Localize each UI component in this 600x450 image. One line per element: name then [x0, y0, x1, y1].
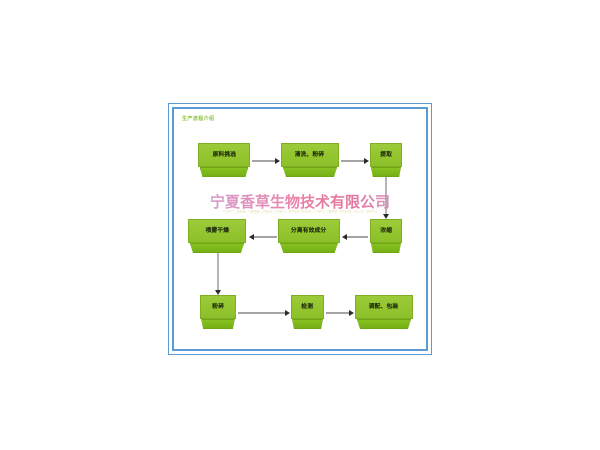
node-body: 喷雾干燥: [188, 219, 246, 244]
flow-node-concentration[interactable]: 浓缩: [370, 219, 402, 253]
flow-node-testing[interactable]: 检测: [291, 295, 324, 329]
arrow-pulverizing-to-testing: [238, 309, 290, 316]
flow-node-label: 喷雾干燥: [205, 227, 229, 235]
node-base: [189, 242, 245, 253]
flowchart-canvas: 生产流程介绍 原料挑选 清洗、粉碎 提取: [172, 107, 428, 351]
flow-node-label: 粉碎: [212, 303, 224, 311]
flow-node-label: 分离有效成分: [291, 227, 327, 235]
node-base: [370, 166, 402, 177]
arrow-spray-drying-to-pulverizing: [214, 253, 221, 295]
node-body: 调配、包装: [355, 295, 413, 320]
arrow-head-icon: [342, 233, 347, 240]
flow-node-label: 浓缩: [380, 227, 392, 235]
node-base: [201, 318, 235, 329]
arrow-washing-to-extraction: [341, 157, 369, 164]
product-image-frame: 生产流程介绍 原料挑选 清洗、粉碎 提取: [168, 103, 432, 355]
node-base: [279, 242, 339, 253]
flow-node-spray-drying[interactable]: 喷雾干燥: [188, 219, 246, 253]
flow-node-raw-material-selection[interactable]: 原料挑选: [198, 143, 250, 177]
node-base: [282, 166, 338, 177]
node-body: 检测: [291, 295, 324, 320]
arrow-separate-to-spray-drying: [249, 233, 277, 240]
arrow-raw-material-to-washing: [252, 157, 280, 164]
node-body: 提取: [370, 143, 402, 168]
arrow-line: [254, 236, 277, 237]
arrow-line: [385, 177, 386, 214]
flow-node-label: 清洗、粉碎: [295, 151, 325, 159]
flow-node-label: 原料挑选: [212, 151, 236, 159]
arrow-line: [238, 312, 285, 313]
arrow-line: [252, 160, 275, 161]
arrow-head-icon: [275, 157, 280, 164]
flow-node-separate-actives[interactable]: 分离有效成分: [278, 219, 340, 253]
node-body: 分离有效成分: [278, 219, 340, 244]
arrow-head-icon: [214, 290, 221, 295]
flow-node-blending-packaging[interactable]: 调配、包装: [355, 295, 413, 329]
arrow-line: [347, 236, 368, 237]
node-body: 原料挑选: [198, 143, 250, 168]
flow-node-washing-crushing[interactable]: 清洗、粉碎: [281, 143, 339, 177]
node-body: 清洗、粉碎: [281, 143, 339, 168]
arrow-line: [341, 160, 364, 161]
diagram-caption: 生产流程介绍: [182, 116, 215, 122]
flow-node-pulverizing[interactable]: 粉碎: [200, 295, 236, 329]
flow-node-label: 检测: [301, 303, 314, 311]
arrow-head-icon: [382, 214, 389, 219]
arrow-head-icon: [364, 157, 369, 164]
node-base: [370, 242, 402, 253]
arrow-head-icon: [349, 309, 354, 316]
flow-node-label: 调配、包装: [369, 303, 399, 311]
arrow-line: [217, 253, 218, 290]
node-body: 粉碎: [200, 295, 236, 320]
arrow-extraction-to-concentration: [382, 177, 389, 219]
arrow-concentration-to-separate: [342, 233, 368, 240]
flow-node-extraction[interactable]: 提取: [370, 143, 402, 177]
node-base: [291, 318, 323, 329]
arrow-testing-to-packaging: [326, 309, 354, 316]
node-base: [356, 318, 412, 329]
node-body: 浓缩: [370, 219, 402, 244]
flow-node-label: 提取: [380, 151, 392, 159]
arrow-head-icon: [285, 309, 290, 316]
arrow-line: [326, 312, 349, 313]
node-base: [199, 166, 249, 177]
arrow-head-icon: [249, 233, 254, 240]
